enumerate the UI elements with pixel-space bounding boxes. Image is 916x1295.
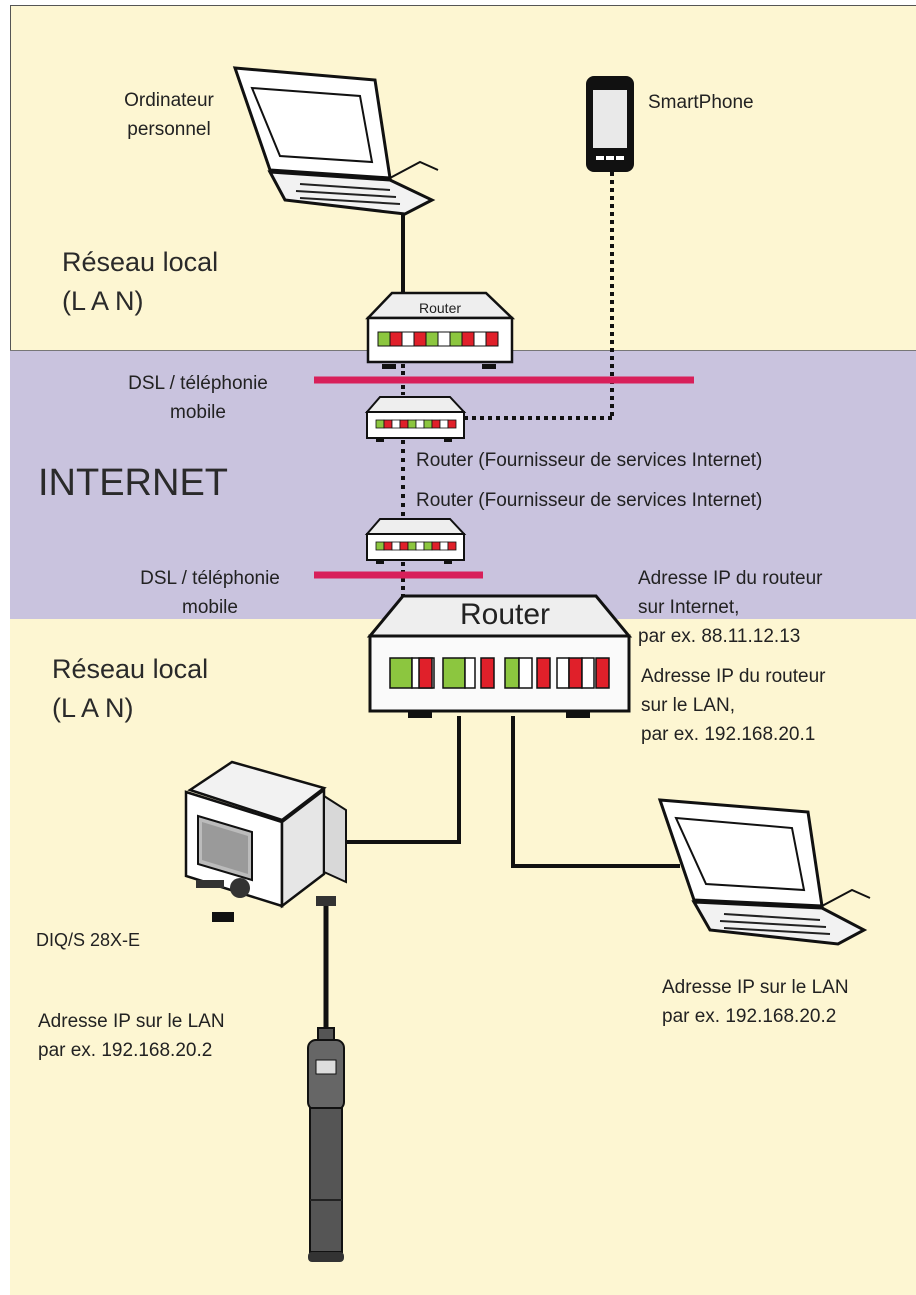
- cable-router-to-controller: [345, 716, 461, 844]
- top-lan-label: Réseau local (L A N): [62, 247, 219, 316]
- router-top-leds: [377, 331, 499, 347]
- controller-ip-label: Adresse IP sur le LAN par ex. 192.168.20…: [38, 1011, 225, 1061]
- isp-router-1-icon: [364, 396, 467, 442]
- smartphone-icon: [586, 76, 634, 172]
- isp-router-1-label: Router (Fournisseur de services Internet…: [416, 450, 763, 471]
- controller-device-icon: [184, 760, 347, 922]
- router-main-label: Router: [460, 598, 551, 631]
- internet-label: INTERNET: [38, 462, 228, 504]
- isp-router-2-icon: [364, 518, 467, 564]
- router-top-label: Router: [419, 300, 462, 316]
- cable-router-to-laptop: [511, 716, 680, 868]
- pc-label: Ordinateur personnel: [124, 90, 214, 140]
- controller-label: DIQ/S 28X-E: [36, 930, 141, 950]
- router-lan-ip-annotation: Adresse IP du routeur sur le LAN, par ex…: [641, 666, 826, 745]
- router-main-icon: [366, 594, 633, 718]
- sensor-probe-icon: [307, 1027, 345, 1262]
- connection-lines: [314, 172, 694, 1030]
- smartphone-label: SmartPhone: [648, 92, 754, 113]
- laptop-icon: [232, 66, 439, 216]
- router-main-leds: [389, 657, 610, 689]
- dsl-bottom-label: DSL / téléphonie mobile: [140, 568, 280, 618]
- local-network-zone-bottom: [10, 619, 916, 1295]
- isp-router-2-label: Router (Fournisseur de services Internet…: [416, 490, 763, 511]
- bottom-lan-label: Réseau local (L A N): [52, 654, 209, 723]
- dsl-top-label: DSL / téléphonie mobile: [128, 373, 268, 423]
- router-internet-ip-annotation: Adresse IP du routeur sur Internet, par …: [638, 568, 823, 647]
- laptop-bottom-icon: [657, 798, 871, 946]
- laptop-bottom-ip-label: Adresse IP sur le LAN par ex. 192.168.20…: [662, 977, 849, 1027]
- router-top-icon: [365, 291, 516, 369]
